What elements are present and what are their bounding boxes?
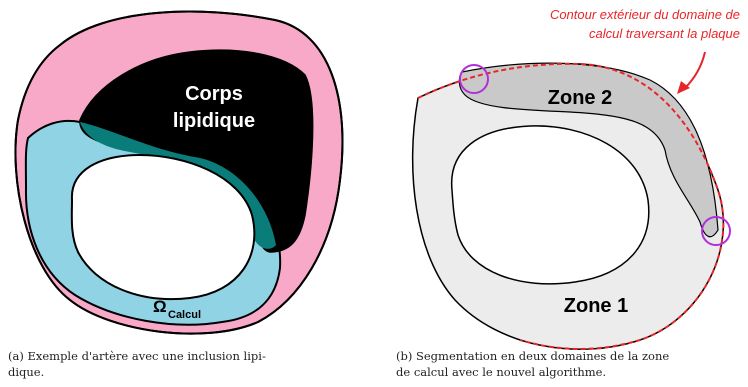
lumen-hole [70, 153, 256, 300]
outer-wall-outline [14, 10, 344, 335]
annotation-arrow-head [677, 81, 690, 94]
caption-b-line1: (b) Segmentation en deux domaines de la … [396, 349, 669, 363]
annotation-arrow [684, 51, 706, 89]
figure-a-artery: Corps lipidique Ω Calcul [14, 10, 344, 335]
annotation-line2: calcul traversant la plaque [589, 26, 740, 41]
zone2-region [458, 62, 719, 238]
junction-circle-right [701, 216, 731, 246]
outer-contour-dashed [417, 62, 725, 350]
label-corps: Corps [185, 83, 243, 105]
caption-b-line2: de calcul avec le nouvel algorithme. [396, 365, 606, 379]
lumen-b [450, 125, 650, 285]
label-zone2: Zone 2 [548, 87, 612, 109]
figure-b-segmentation: Contour extérieur du domaine de calcul t… [411, 7, 740, 350]
omega-symbol: Ω [153, 297, 167, 316]
label-lipidique: lipidique [173, 110, 255, 132]
label-omega-calcul: Ω Calcul [153, 297, 201, 321]
caption-a-line2: dique. [8, 365, 44, 379]
label-zone1: Zone 1 [564, 295, 628, 317]
omega-subscript: Calcul [168, 309, 201, 321]
caption-a-line1: (a) Exemple d'artère avec une inclusion … [8, 349, 266, 363]
annotation-line1: Contour extérieur du domaine de [550, 7, 740, 22]
junction-circle-top [459, 64, 489, 94]
lipid-overlap-teal [80, 122, 276, 249]
